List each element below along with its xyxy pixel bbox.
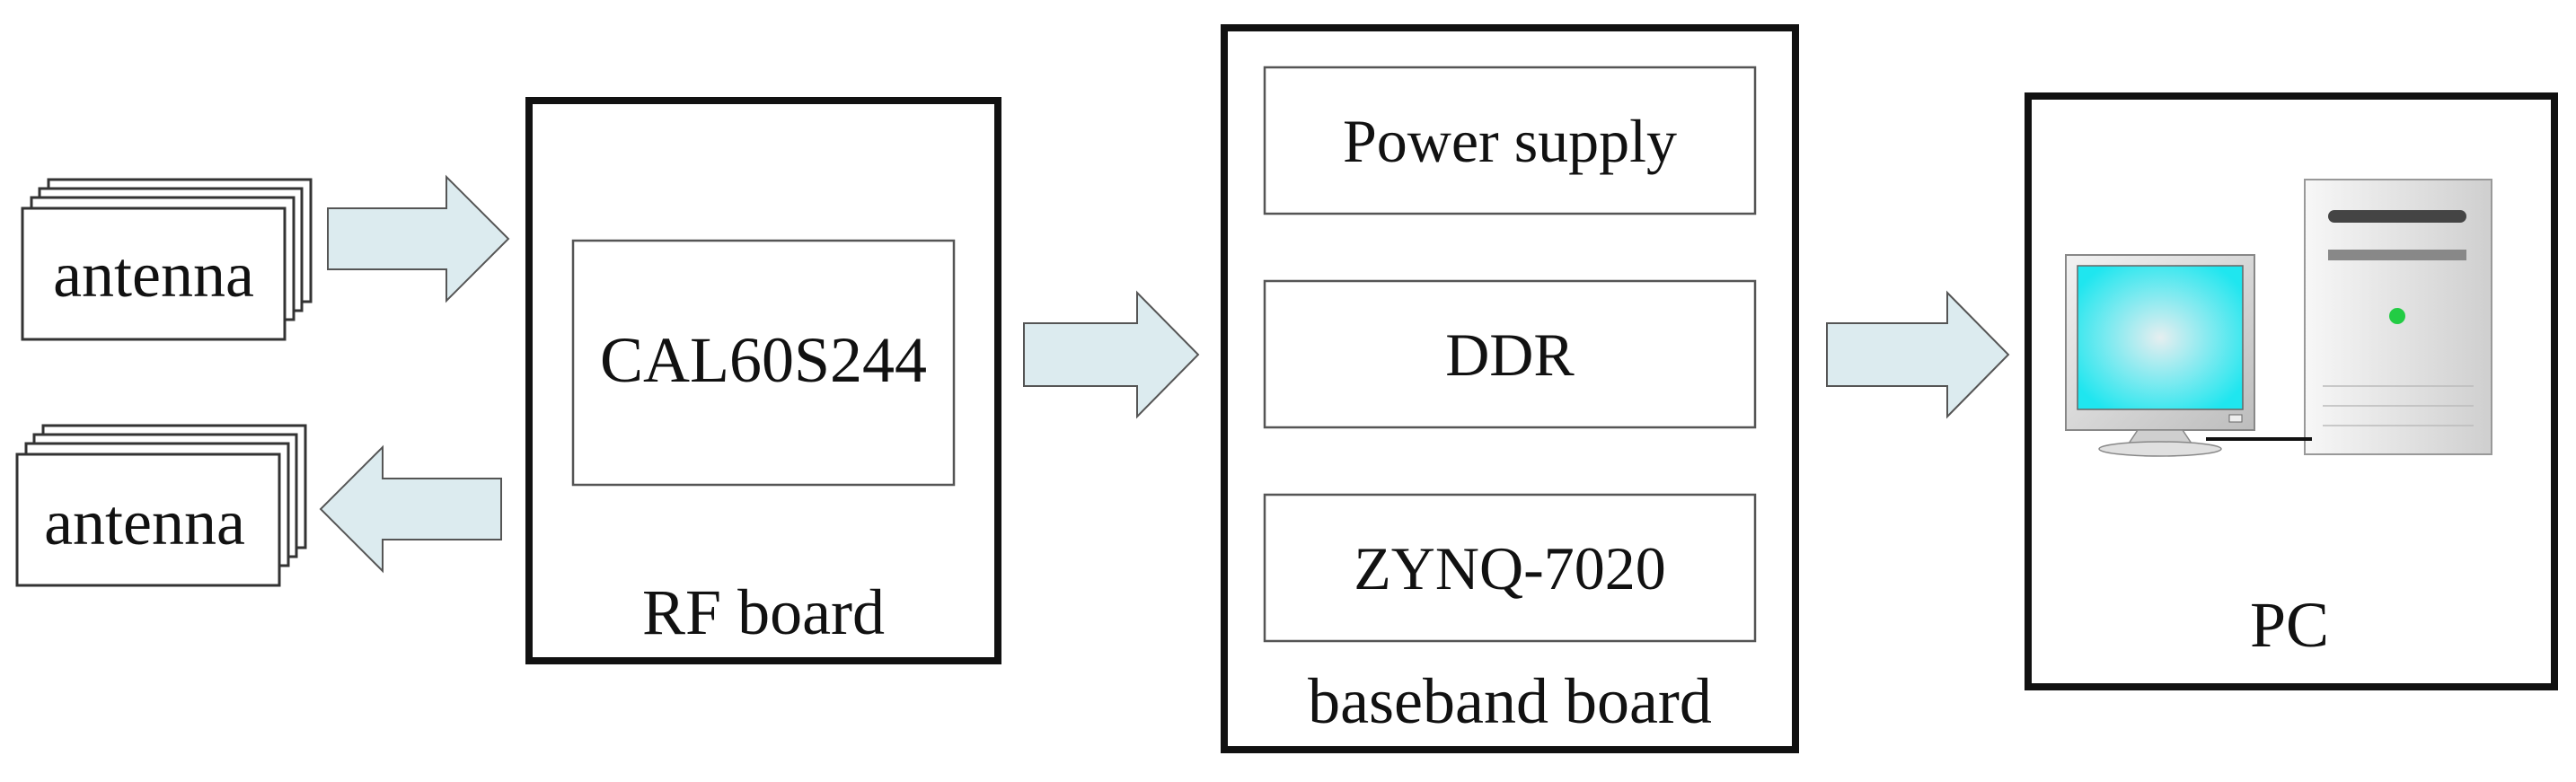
antenna-top: antenna: [21, 178, 313, 341]
arrow-rf-to-baseband: [1023, 290, 1200, 419]
antenna-bottom: antenna: [15, 424, 307, 587]
module-zynq-label: ZYNQ-7020: [1354, 534, 1666, 602]
chip-box: [571, 239, 956, 487]
antenna-bottom-label: antenna: [44, 487, 245, 558]
arrow-baseband-to-pc: [1826, 290, 2010, 419]
chip-label: CAL60S244: [600, 324, 927, 396]
rf-board: CAL60S244 RF board: [525, 97, 1001, 664]
module-ddr: [1263, 279, 1757, 429]
module-power-supply-label: Power supply: [1343, 107, 1677, 175]
baseband-board-title: baseband board: [1308, 665, 1712, 737]
arrow-rf-to-antenna: [319, 444, 502, 574]
pc-box: PC: [2025, 92, 2558, 690]
module-zynq: [1263, 493, 1757, 643]
antenna-stack-icon: [15, 424, 307, 587]
arrow-antenna-to-rf: [327, 174, 510, 303]
module-power-supply: [1263, 66, 1757, 215]
pc-title: PC: [2250, 589, 2329, 661]
module-ddr-label: DDR: [1445, 321, 1575, 389]
desktop-computer-icon: [2065, 179, 2492, 457]
antenna-stack-icon: [21, 178, 313, 341]
baseband-board: Power supply DDR ZYNQ-7020 baseband boar…: [1221, 24, 1799, 753]
antenna-top-label: antenna: [53, 239, 254, 311]
rf-board-title: RF board: [642, 576, 885, 648]
